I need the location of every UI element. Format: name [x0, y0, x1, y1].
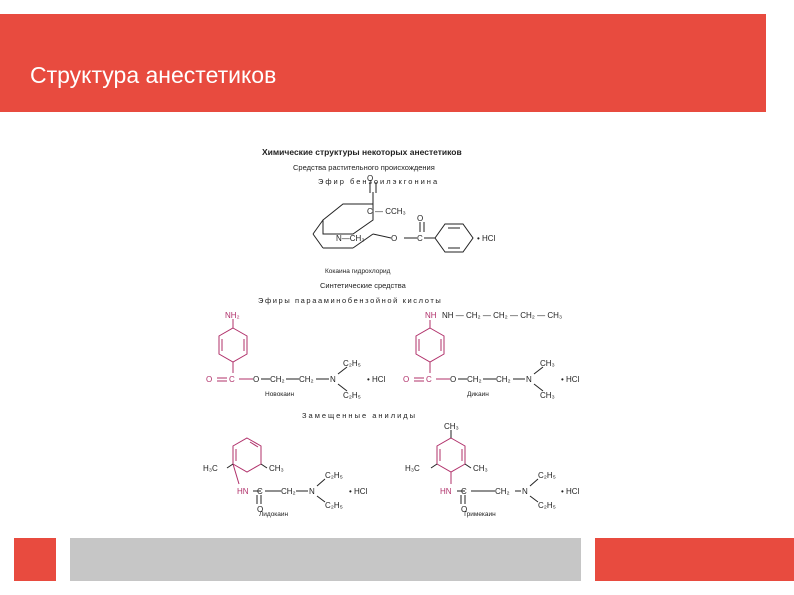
cocaine-carbonyl-o-label: O: [417, 214, 423, 223]
dicaine-butyl-label: NH — CH₂ — CH₂ — CH₂ — CH₃: [442, 311, 562, 320]
lidocaine-c2h5-bottom-label: C₂H₅: [325, 501, 343, 510]
dicaine-ester-o-label: O: [450, 375, 456, 384]
lidocaine-ch2-label: CH₂: [281, 487, 296, 496]
trimecaine-h3c-label: H₃C: [405, 464, 420, 473]
dicaine-name: Дикаин: [467, 391, 489, 398]
dicaine-hcl-label: • HCl: [561, 375, 580, 384]
lidocaine-hn-label: HN: [237, 487, 249, 496]
trimecaine-ch2-label: CH₂: [495, 487, 510, 496]
structures-svg: Химические структуры некоторых анестетик…: [203, 147, 580, 518]
trimecaine-o-label: O: [461, 505, 467, 514]
trimecaine-structure: [436, 437, 466, 484]
figure-heading: Химические структуры некоторых анестетик…: [262, 147, 462, 157]
trimecaine-c2h5-bottom-label: C₂H₅: [538, 501, 556, 510]
dicaine-ch2-a-label: CH₂: [467, 375, 482, 384]
lidocaine-o-label: O: [257, 505, 263, 514]
trimecaine-ch3-label: CH₃: [473, 464, 488, 473]
dicaine-n-label: N: [526, 375, 532, 384]
dicaine-ch3-top-label: CH₃: [540, 359, 555, 368]
dicaine-ch2-b-label: CH₂: [496, 375, 511, 384]
lidocaine-structure: [232, 437, 262, 485]
lidocaine-h3c-label: H₃C: [203, 464, 218, 473]
novocaine-n-label: N: [330, 375, 336, 384]
novocaine-ester-o-label: O: [253, 375, 259, 384]
novocaine-nh2-label: NH₂: [225, 311, 240, 320]
synthetic-subtitle: Синтетические средства: [320, 281, 407, 290]
novocaine-ch2-a-label: CH₂: [270, 375, 285, 384]
title-bar: [0, 14, 766, 112]
novocaine-structure: [217, 319, 253, 382]
lidocaine-hcl-label: • HCl: [349, 487, 368, 496]
novocaine-o-label: O: [206, 375, 212, 384]
lidocaine-ch3-label: CH₃: [269, 464, 284, 473]
dicaine-nh-label: NH: [425, 311, 437, 320]
amides-heading: Замещенные анилиды: [302, 411, 417, 420]
novocaine-c2h5-top-label: C₂H₅: [343, 359, 361, 368]
dicaine-ch3-bottom-label: CH₃: [540, 391, 555, 400]
lidocaine-c-label: C: [257, 487, 263, 496]
footer-accent-right: [595, 538, 794, 581]
slide-title: Структура анестетиков: [30, 62, 277, 88]
cocaine-structure: [312, 182, 474, 253]
novocaine-c2h5-bottom-label: C₂H₅: [343, 391, 361, 400]
dicaine-structure: [414, 320, 450, 382]
cocaine-carbonyl-label: C: [417, 234, 423, 243]
cocaine-hcl-label: • HCl: [477, 234, 496, 243]
trimecaine-hn-label: HN: [440, 487, 452, 496]
cocaine-o-bridge-label: O: [391, 234, 397, 243]
paba-esters-label: Эфиры парааминобензойной кислоты: [258, 296, 442, 305]
trimecaine-hcl-label: • HCl: [561, 487, 580, 496]
dicaine-c-label: C: [426, 375, 432, 384]
cocaine-ester-label: C — CCH₃: [367, 207, 406, 216]
lidocaine-c2h5-top-label: C₂H₅: [325, 471, 343, 480]
novocaine-c-label: C: [229, 375, 235, 384]
footer-accent-left: [14, 538, 56, 581]
novocaine-ch2-b-label: CH₂: [299, 375, 314, 384]
dicaine-o-label: O: [403, 375, 409, 384]
trimecaine-c-label: C: [461, 487, 467, 496]
cocaine-o-label: O: [367, 174, 373, 183]
ester-benzoylecgonine-label: Эфир бензоилэкгонина: [318, 177, 439, 186]
cocaine-name: Кокаина гидрохлорид: [325, 268, 391, 275]
footer-gray-bar: [70, 538, 581, 581]
novocaine-hcl-label: • HCl: [367, 375, 386, 384]
trimecaine-ch3-top-label: CH₃: [444, 422, 459, 431]
chemical-structures-figure: Химические структуры некоторых анестетик…: [195, 138, 595, 528]
trimecaine-c2h5-top-label: C₂H₅: [538, 471, 556, 480]
lidocaine-name: Лидокаин: [259, 511, 289, 518]
natural-subtitle: Средства растительного происхождения: [293, 163, 435, 172]
lidocaine-n-label: N: [309, 487, 315, 496]
trimecaine-n-label: N: [522, 487, 528, 496]
novocaine-name: Новокаин: [265, 391, 295, 398]
trimecaine-name: Тримекаин: [463, 511, 496, 518]
cocaine-nch3-label: N—CH₃: [336, 234, 365, 243]
